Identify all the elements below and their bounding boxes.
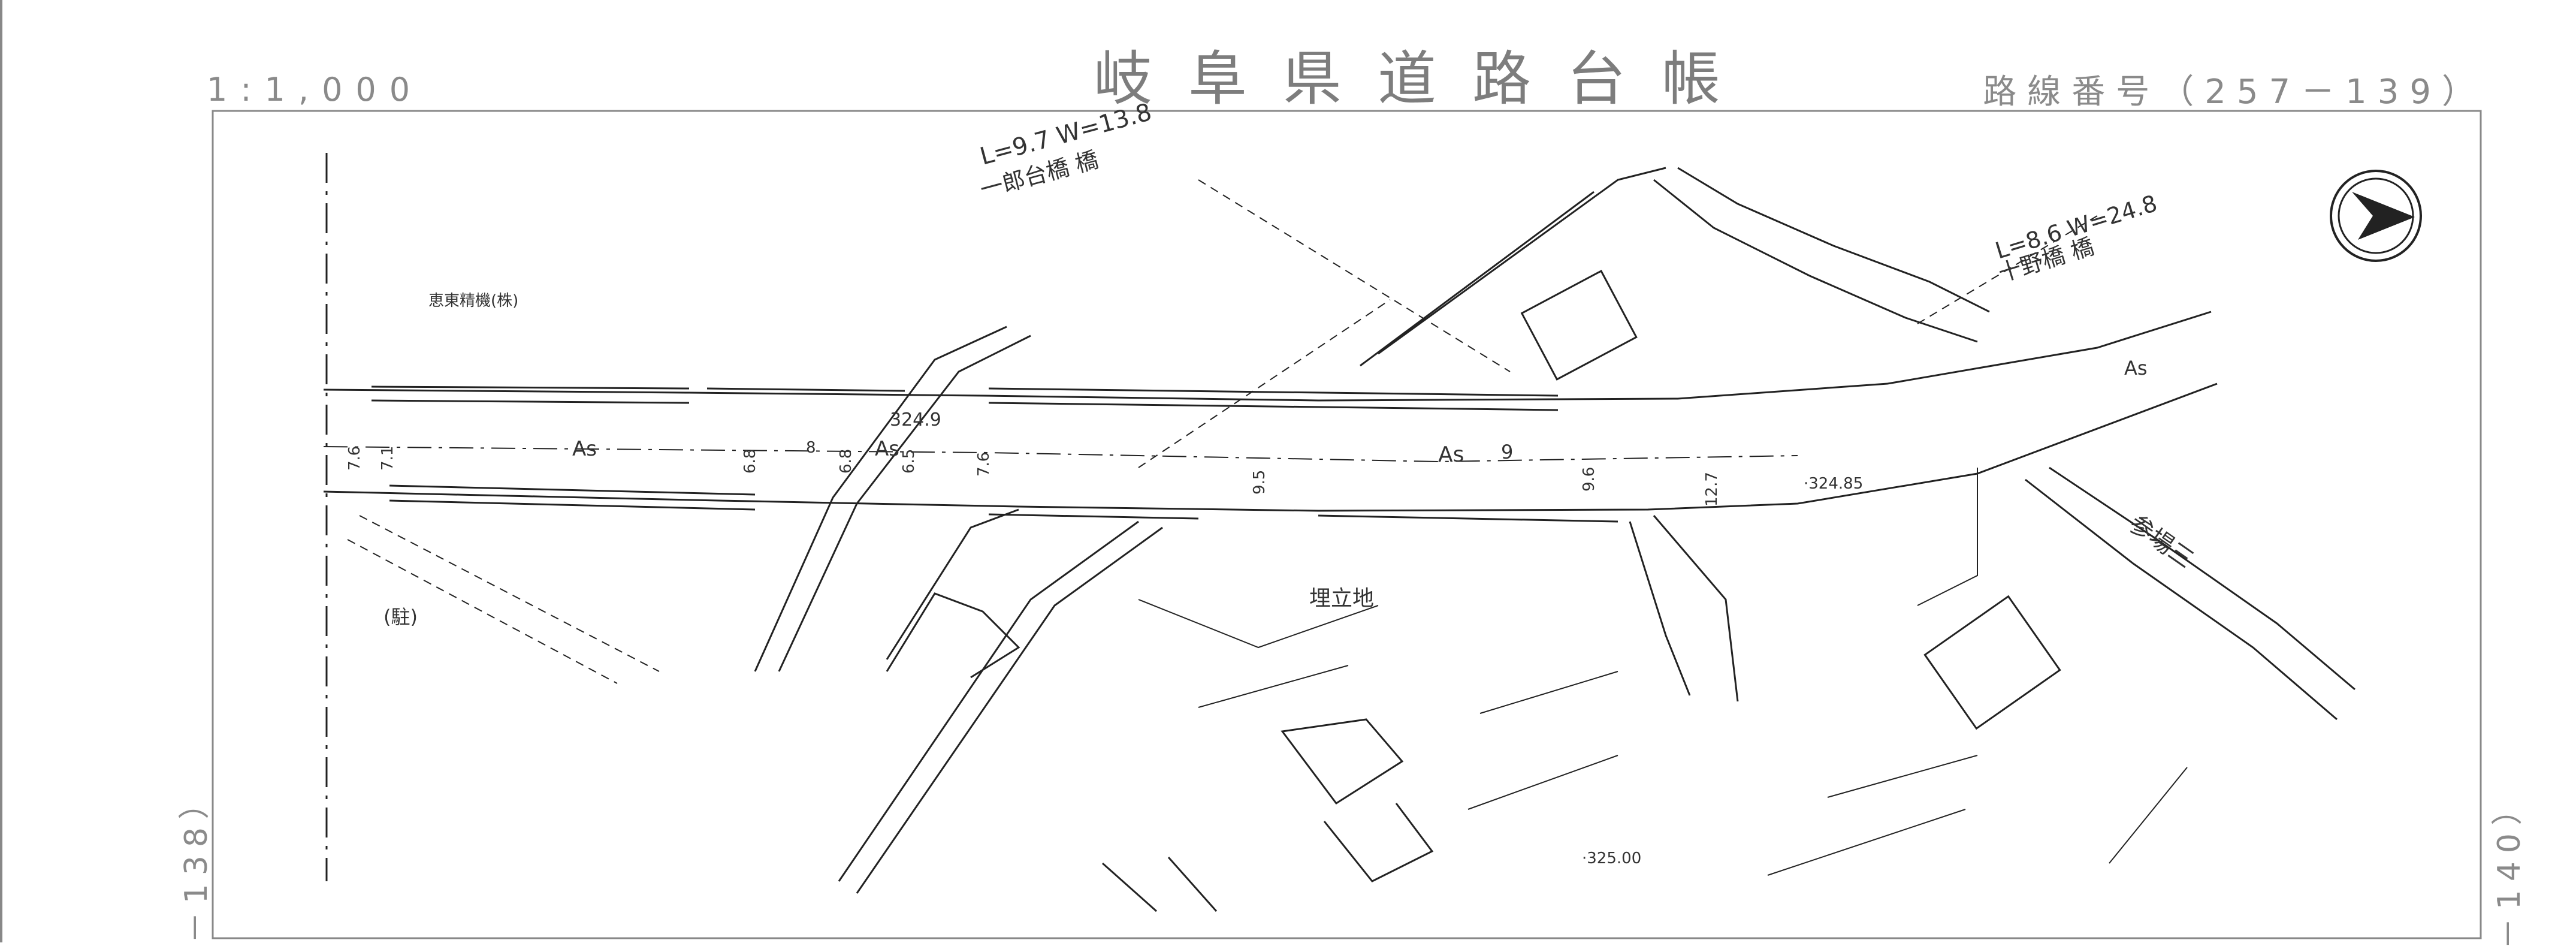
width-1: 7.6: [346, 446, 364, 471]
width-7: 7.6: [975, 452, 993, 477]
building-5: [1323, 803, 1434, 882]
river-bank-2: [1677, 167, 1990, 313]
side-road-b: [886, 508, 1019, 660]
width-10: 12.7: [1703, 472, 1721, 507]
curb-south-left: [389, 484, 756, 511]
width-5: 6.8: [837, 449, 855, 474]
width-4: 8: [806, 439, 816, 457]
side-road-d: [1360, 167, 1666, 367]
width-2: 7.1: [379, 446, 397, 471]
width-3: 6.8: [741, 449, 759, 474]
road-edge-north: [323, 311, 2212, 402]
building-2: [1923, 595, 2061, 730]
river-bank-1: [1653, 179, 1978, 343]
company-label: 恵東精機(株): [428, 292, 518, 310]
map-frame: [212, 110, 2482, 939]
road-edge-south: [323, 382, 2218, 512]
page-edge-line: [0, 0, 2, 942]
side-road-e: [1629, 515, 1739, 702]
river-bank-4: [2049, 466, 2355, 691]
curb-south-mid: [988, 513, 1618, 523]
elevation-1: 324.9: [890, 409, 941, 430]
width-6: 6.5: [900, 449, 918, 474]
width-main: 9: [1501, 441, 1513, 463]
page-title: 岐阜県道路台帳: [1094, 45, 1757, 113]
dashed-guides: [347, 179, 2098, 684]
elevation-3: ·325.00: [1582, 849, 1641, 867]
width-9: 9.6: [1580, 467, 1598, 492]
elevation-2: ·324.85: [1804, 475, 1863, 493]
side-road-a: [754, 326, 1031, 672]
map-scale: 1:1,000: [207, 71, 424, 109]
surface-label-4: As: [2124, 357, 2148, 379]
building-1: [1520, 270, 1638, 381]
parking-label: (駐): [383, 605, 418, 628]
river-bank-3: [2025, 478, 2338, 721]
road-centerline: [323, 446, 1798, 463]
route-number: 路線番号（257－139）: [1983, 73, 2486, 112]
landfill-label: 埋立地: [1309, 586, 1374, 611]
surface-label-1: As: [572, 437, 597, 461]
curb-north-left: [371, 385, 905, 404]
parcel-lines: [1138, 468, 2188, 876]
side-road-c: [838, 520, 1163, 894]
north-arrow-icon: [2330, 170, 2422, 262]
building-6: [1102, 857, 1218, 912]
building-3: [886, 592, 1020, 679]
surface-label-3: As: [1438, 442, 1464, 467]
surface-label-2: As: [875, 437, 899, 461]
width-8: 9.5: [1251, 470, 1269, 495]
curb-north-mid: [988, 387, 1559, 411]
building-4: [1281, 718, 1404, 805]
